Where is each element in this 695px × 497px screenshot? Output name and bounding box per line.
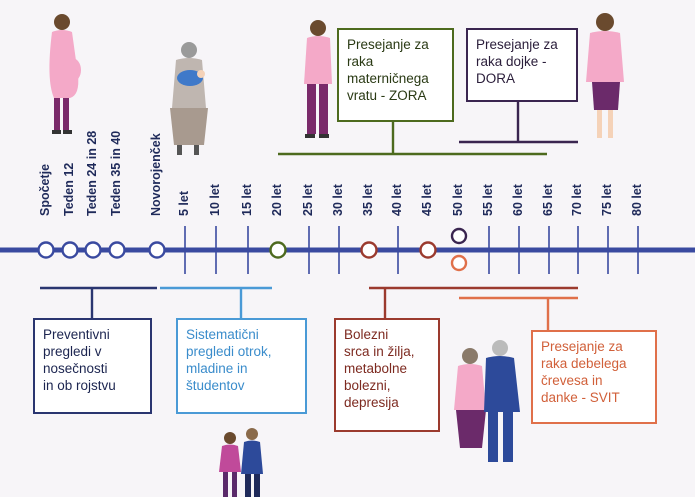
svit-line: Presejanje za (541, 339, 623, 354)
dora-bracket (459, 102, 578, 144)
zora-line: vratu - ZORA (347, 88, 427, 103)
dora-line: DORA (476, 71, 516, 86)
tick-label-40-let: 40 let (390, 184, 404, 216)
marker-teden-35 (108, 241, 126, 259)
sistematicni-line: Sistematični (186, 327, 259, 342)
srce-bracket (369, 286, 578, 318)
young-couple-figure (219, 428, 263, 497)
tick-label-80-let: 80 let (630, 184, 644, 216)
tick-label-10-let: 10 let (208, 184, 222, 216)
sistematicni-program-box: Sistematični pregledi otrok, mladine in … (176, 318, 307, 414)
marker-novorojencek (148, 241, 166, 259)
zora-program-box: Presejanje za raka materničnega vratu - … (337, 28, 454, 122)
zora-line: materničnega (347, 71, 429, 86)
tick-label-70-let: 70 let (570, 184, 584, 216)
tick-label-30-let: 30 let (331, 184, 345, 216)
tick-label-50-let: 50 let (451, 184, 465, 216)
prev-bracket (40, 286, 157, 318)
milestone-markers (37, 227, 468, 272)
sistematicni-line: mladine in (186, 361, 248, 376)
marker-spocetje (37, 241, 55, 259)
preventivni-line: pregledi v (43, 344, 102, 359)
tick-label-35-let: 35 let (361, 184, 375, 216)
tick-label-teden-12: Teden 12 (62, 162, 76, 216)
preventivni-line: nosečnosti (43, 361, 108, 376)
tick-label-5-let: 5 let (177, 190, 191, 216)
marker-50-let-dora (450, 227, 468, 245)
timeline-ticks (184, 226, 639, 274)
srce-line: Bolezni (344, 327, 389, 342)
srce-line: srca in žilja, (344, 344, 415, 359)
dora-program-box: Presejanje za raka dojke - DORA (466, 28, 578, 102)
sistematicni-line: pregledi otrok, (186, 344, 272, 359)
tick-label-55-let: 55 let (481, 184, 495, 216)
svit-program-box: Presejanje za raka debelega črevesa in d… (531, 330, 657, 424)
zora-bracket (278, 122, 547, 156)
tick-label-45-let: 45 let (420, 184, 434, 216)
tick-label-spocetje: Spočetje (38, 163, 52, 216)
tick-label-novorojencek: Novorojenček (149, 133, 163, 216)
srce-line: depresija (344, 395, 399, 410)
zora-line: raka (347, 54, 374, 69)
sis-bracket (160, 286, 272, 318)
pregnant-woman-figure (49, 14, 81, 134)
older-couple-figure (454, 340, 520, 462)
dora-line: Presejanje za (476, 37, 558, 52)
marker-35-let (360, 241, 378, 259)
tick-label-15-let: 15 let (240, 184, 254, 216)
tick-label-teden-35: Teden 35 in 40 (109, 130, 123, 216)
sistematicni-line: študentov (186, 378, 245, 393)
srce-line: metabolne (344, 361, 408, 376)
srce-program-box: Bolezni srca in žilja, metabolne bolezni… (334, 318, 440, 432)
preventivni-program-box: Preventivni pregledi v nosečnosti in ob … (33, 318, 152, 414)
grandmother-with-baby-figure (170, 42, 208, 155)
svit-line: črevesa in (541, 373, 603, 388)
marker-45-let (419, 241, 437, 259)
srce-line: bolezni, (344, 378, 391, 393)
svit-bracket (459, 296, 578, 330)
marker-20-let (269, 241, 287, 259)
svit-line: raka debelega (541, 356, 627, 371)
tick-label-teden-24: Teden 24 in 28 (85, 130, 99, 216)
tick-label-60-let: 60 let (511, 184, 525, 216)
dora-line: raka dojke - (476, 54, 547, 69)
preventivni-line: in ob rojstvu (43, 378, 116, 393)
tick-label-65-let: 65 let (541, 184, 555, 216)
preventivni-line: Preventivni (43, 327, 110, 342)
svit-line: danke - SVIT (541, 390, 620, 405)
woman-figure (586, 13, 624, 138)
young-woman-figure (304, 20, 332, 138)
tick-label-20-let: 20 let (270, 184, 284, 216)
tick-label-75-let: 75 let (600, 184, 614, 216)
zora-line: Presejanje za (347, 37, 429, 52)
marker-teden-12 (61, 241, 79, 259)
marker-teden-24 (84, 241, 102, 259)
marker-50-let-svit (450, 254, 468, 272)
tick-label-25-let: 25 let (301, 184, 315, 216)
